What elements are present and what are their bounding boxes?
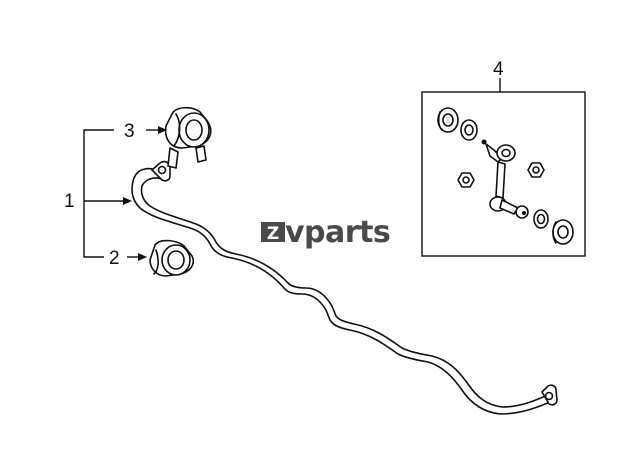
leader-lines: [83, 78, 501, 261]
watermark-brand: vparts: [285, 215, 390, 250]
stabilizer-link-kit: [421, 91, 586, 257]
bushing-with-bracket: [164, 106, 212, 169]
bushing: [149, 239, 195, 277]
callout-2: 2: [109, 248, 120, 269]
watermark: Z vparts: [261, 215, 391, 250]
callout-4: 4: [493, 59, 504, 80]
kit-box: [421, 91, 586, 257]
callout-1: 1: [64, 191, 75, 212]
callout-labels: 1 2 3 4: [64, 59, 504, 269]
stabilizer-bar: [131, 160, 558, 415]
watermark-logo-letter: Z: [267, 224, 279, 244]
watermark-logo-icon: [261, 222, 285, 242]
callout-3: 3: [124, 121, 135, 142]
